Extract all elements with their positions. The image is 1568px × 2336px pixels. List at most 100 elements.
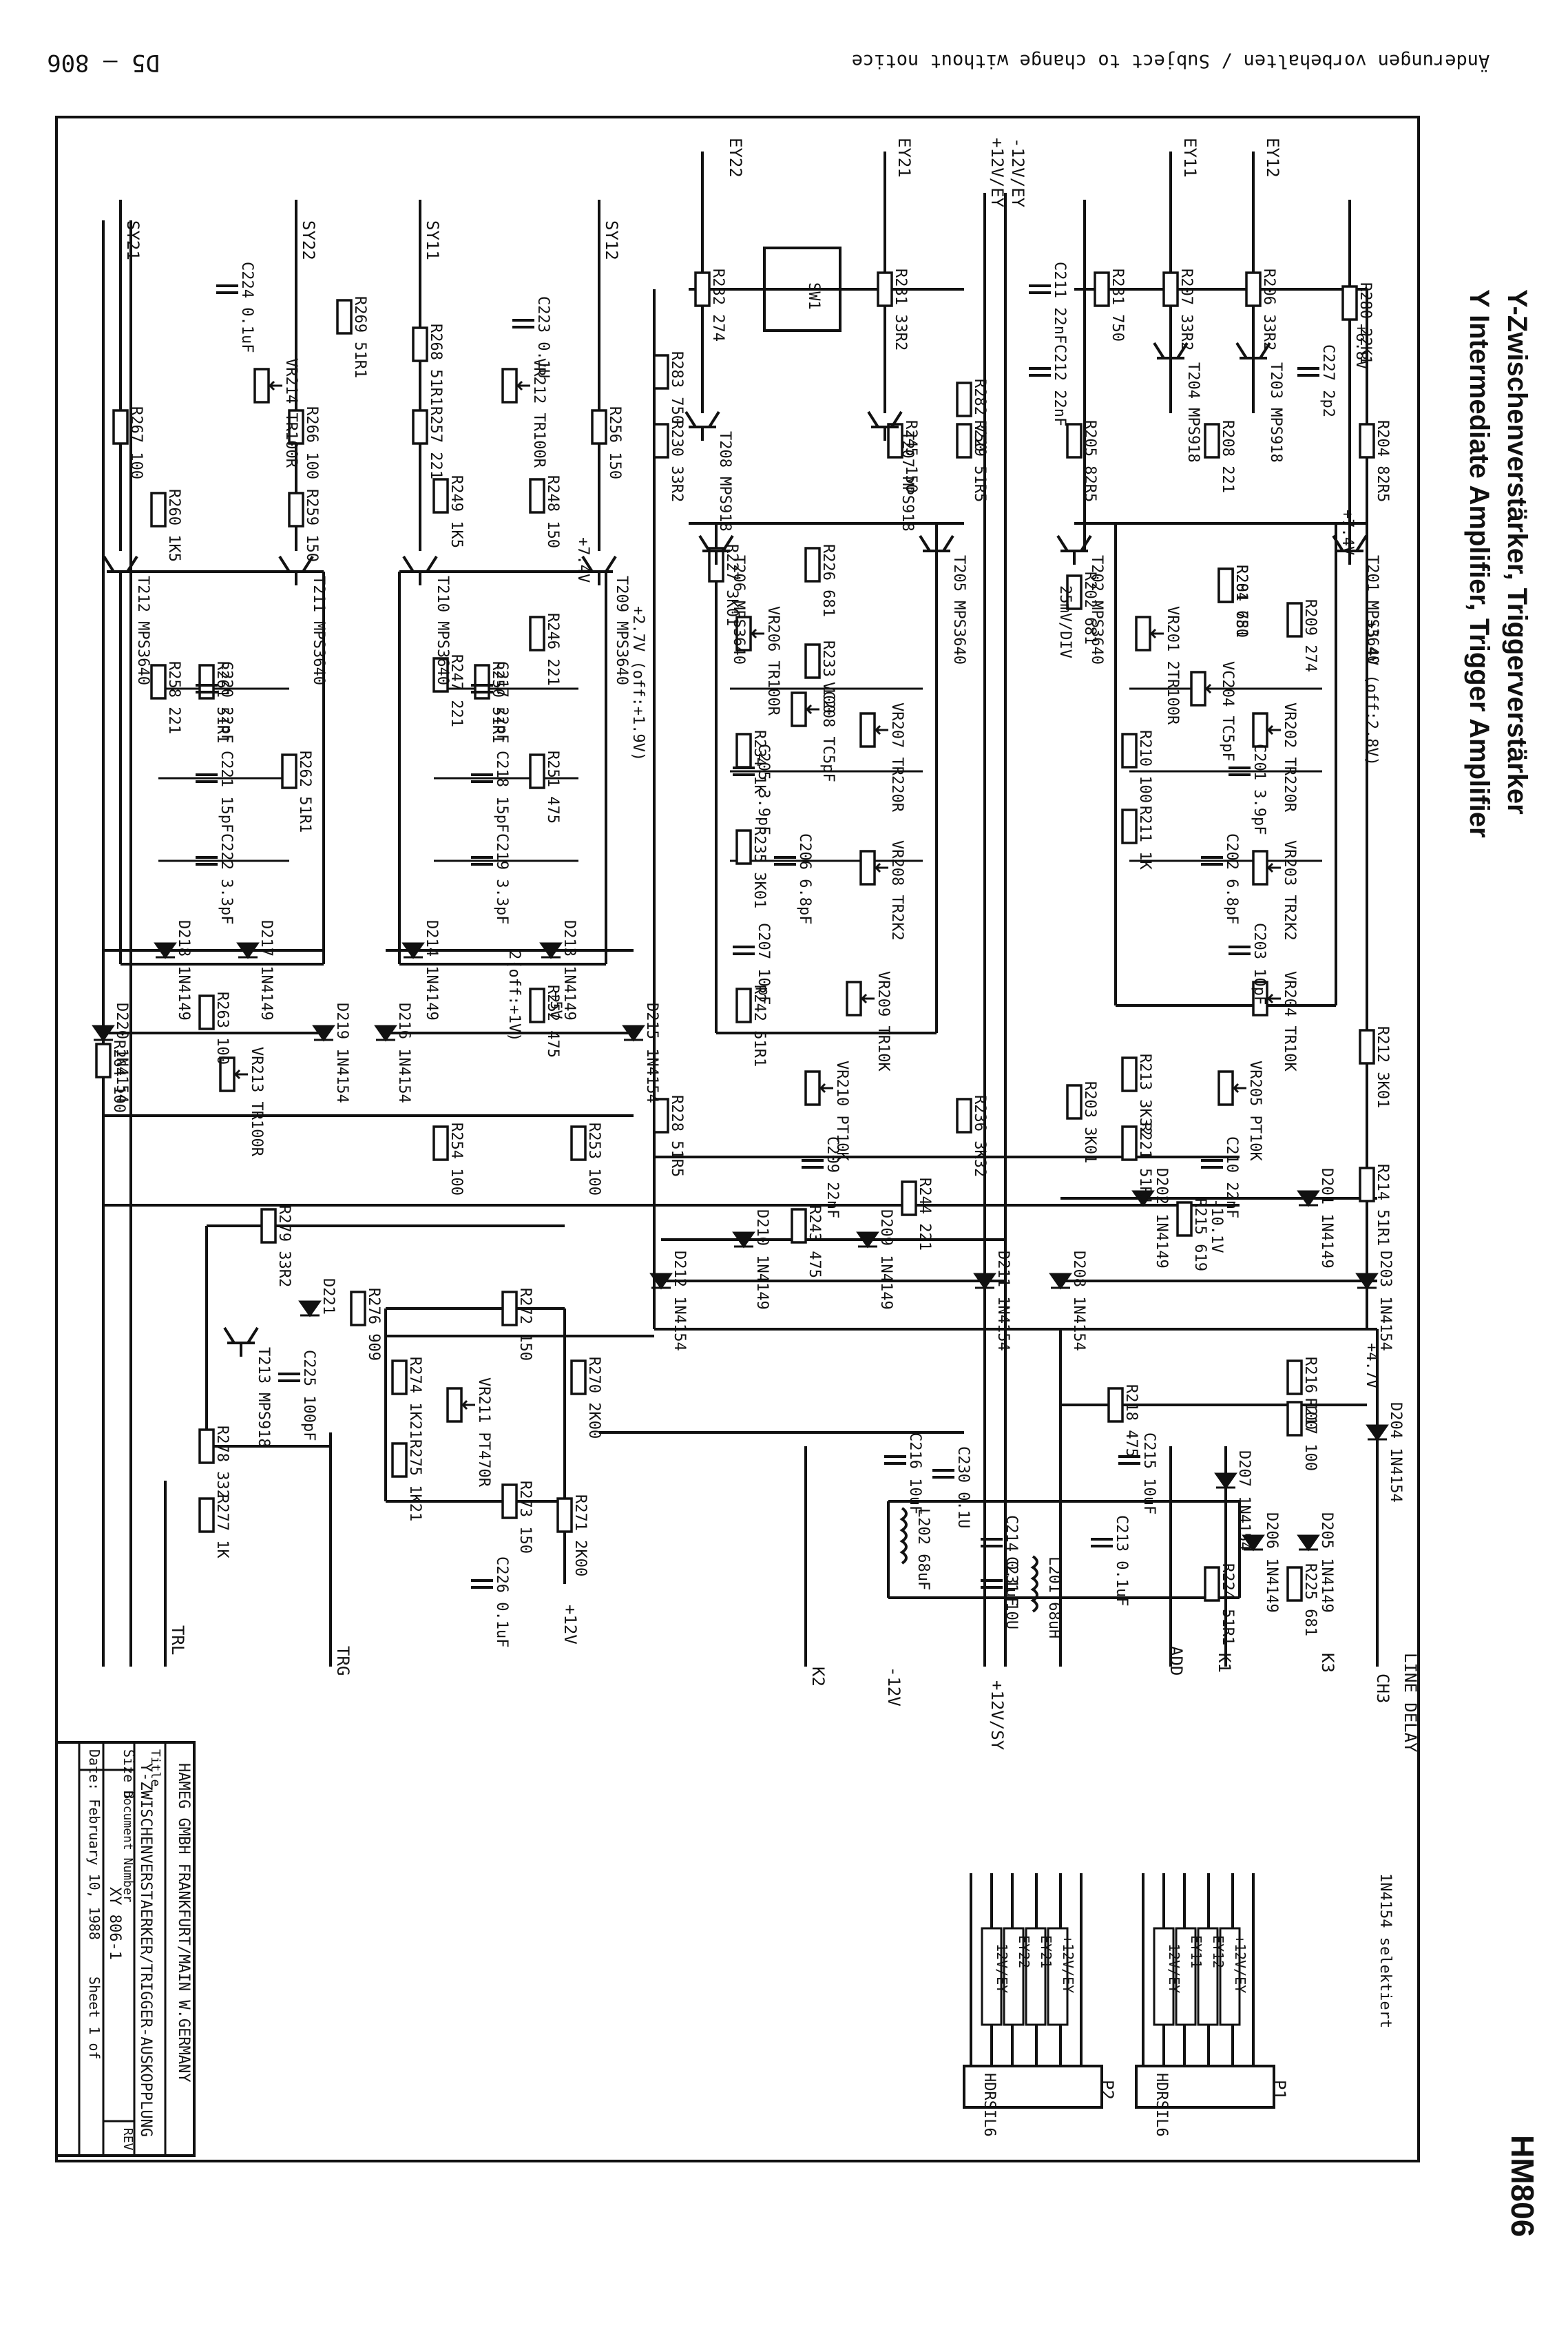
trimmer-label: VR214 TR100R — [282, 358, 300, 468]
resistor-label: R234 1K — [751, 730, 768, 794]
trimmer — [253, 368, 270, 404]
sheet-field: Sheet 1 of — [86, 1977, 103, 2059]
resistor — [791, 1208, 807, 1244]
amp-block-ey2 — [689, 288, 964, 1034]
resistor — [474, 664, 490, 700]
resistor-label: R279 33R2 — [275, 1205, 293, 1287]
capacitor — [1118, 1455, 1140, 1465]
resistor — [956, 382, 972, 417]
resistor-label: R282 750 — [971, 379, 988, 452]
diode — [401, 942, 425, 959]
net-label: EY12 — [1263, 138, 1282, 178]
docnum-label: Document Number — [121, 1791, 135, 1903]
voltage-label: 25mV/DIV — [1056, 585, 1074, 658]
trimmer-label: VR204 TR10K — [1281, 971, 1298, 1072]
inductor-label: L201 68uH — [1045, 1556, 1063, 1638]
resistor — [501, 1291, 518, 1326]
diode — [539, 942, 563, 959]
trimmer — [859, 850, 876, 886]
resistor — [1121, 809, 1138, 844]
diode-label: D218 1N4149 — [175, 920, 192, 1021]
transistor-label: T207 MPS918 — [899, 431, 916, 532]
resistor-label: R244 221 — [916, 1178, 933, 1251]
resistor — [1286, 602, 1303, 638]
transistor — [103, 555, 138, 585]
resistor-label: R258 221 — [165, 661, 182, 734]
resistor — [735, 988, 752, 1023]
trimmer-wiper — [874, 862, 888, 873]
voltage-label: +2.7V (off:+1.9V) — [629, 606, 647, 761]
resistor-label: R233 100 — [819, 640, 837, 713]
switch-sw1 — [763, 247, 842, 332]
trimmer — [1252, 712, 1268, 748]
trimmer — [859, 712, 876, 748]
resistor — [591, 409, 607, 445]
resistor — [1121, 733, 1138, 769]
trimmer-label: VR207 TR220R — [888, 702, 906, 813]
capacitor-label: C220 22pF — [218, 661, 235, 743]
trimmer — [501, 368, 518, 404]
resistor-label: R214 51R1 — [1374, 1164, 1391, 1246]
resistor-label: R226 681 — [819, 544, 837, 617]
capacitor — [932, 1469, 954, 1479]
capacitor-label: C203 10pF — [1251, 923, 1268, 1005]
resistor-label: R246 221 — [544, 613, 561, 686]
diode — [732, 1231, 755, 1249]
trimmer-label: VR203 TR2K2 — [1281, 840, 1298, 941]
connector-pin-box — [1025, 1927, 1047, 2026]
capacitor-label: C214 0.1uF — [1003, 1515, 1020, 1606]
resistor-label: R243 475 — [806, 1205, 823, 1278]
resistor-label: R270 2K00 — [585, 1357, 603, 1439]
resistor — [529, 478, 545, 514]
resistor-label: R229 51R5 — [971, 420, 988, 502]
resistor — [1286, 1359, 1303, 1395]
resistor — [1162, 271, 1179, 307]
resistor — [412, 326, 428, 362]
resistor-label: R284 750 — [1233, 565, 1250, 638]
trimmer-label: VR206 TR100R — [764, 606, 782, 716]
resistor-label: R204 82R5 — [1374, 420, 1391, 502]
transistor-label: T206 MPS3640 — [730, 555, 747, 665]
diode-label: D201 1N4149 — [1318, 1168, 1335, 1269]
diode — [92, 1025, 115, 1042]
transistor-label: T202 MPS3640 — [1088, 555, 1105, 665]
resistor-label: R228 51R5 — [668, 1095, 685, 1177]
diode — [1049, 1273, 1072, 1290]
capacitor — [1091, 1538, 1113, 1547]
trimmer-wiper — [805, 704, 819, 715]
amp-block-sy1 — [398, 570, 607, 966]
diode-label: D205 1N4149 — [1318, 1512, 1335, 1613]
connector-pin-box — [1197, 1927, 1219, 2026]
size-field: Size B — [121, 1749, 137, 1799]
resistor — [956, 1098, 972, 1134]
resistor — [1359, 1029, 1375, 1065]
trimmer-wiper — [750, 628, 764, 639]
capacitor — [1229, 766, 1251, 776]
voltage-label: +6.8V — [1352, 324, 1370, 369]
capacitor — [1029, 367, 1051, 377]
resistor-label: R227 3K01 — [723, 544, 740, 626]
transistor — [278, 555, 314, 585]
resistor — [1121, 1125, 1138, 1161]
net-label: TRG — [333, 1646, 353, 1676]
voltage-label: +7.4V — [1339, 510, 1356, 555]
resistor — [570, 1359, 587, 1395]
capacitor — [1229, 946, 1251, 955]
net-label: SY22 — [299, 220, 318, 260]
diode — [374, 1025, 397, 1042]
diode — [649, 1273, 673, 1290]
capacitor-label: C205 3.9pF — [755, 744, 772, 835]
net-label: +12V/EY — [987, 138, 1007, 208]
switch-label: SW1 — [805, 282, 822, 310]
voltage-label: 2(off:+1V) — [505, 950, 523, 1041]
capacitor-label: C221 15pF — [218, 751, 235, 833]
capacitor — [471, 773, 493, 783]
resistor-label: R224 51R1 — [1219, 1563, 1236, 1645]
capacitor-label: C222 3.3pF — [218, 833, 235, 924]
rev-label: REV — [121, 2128, 135, 2151]
resistor-label: R235 3K01 — [751, 826, 768, 908]
date-field: Date: February 10, 1988 — [86, 1749, 103, 1940]
transistor — [698, 534, 734, 565]
resistor-label: R273 150 — [516, 1481, 534, 1554]
capacitor — [512, 319, 534, 328]
